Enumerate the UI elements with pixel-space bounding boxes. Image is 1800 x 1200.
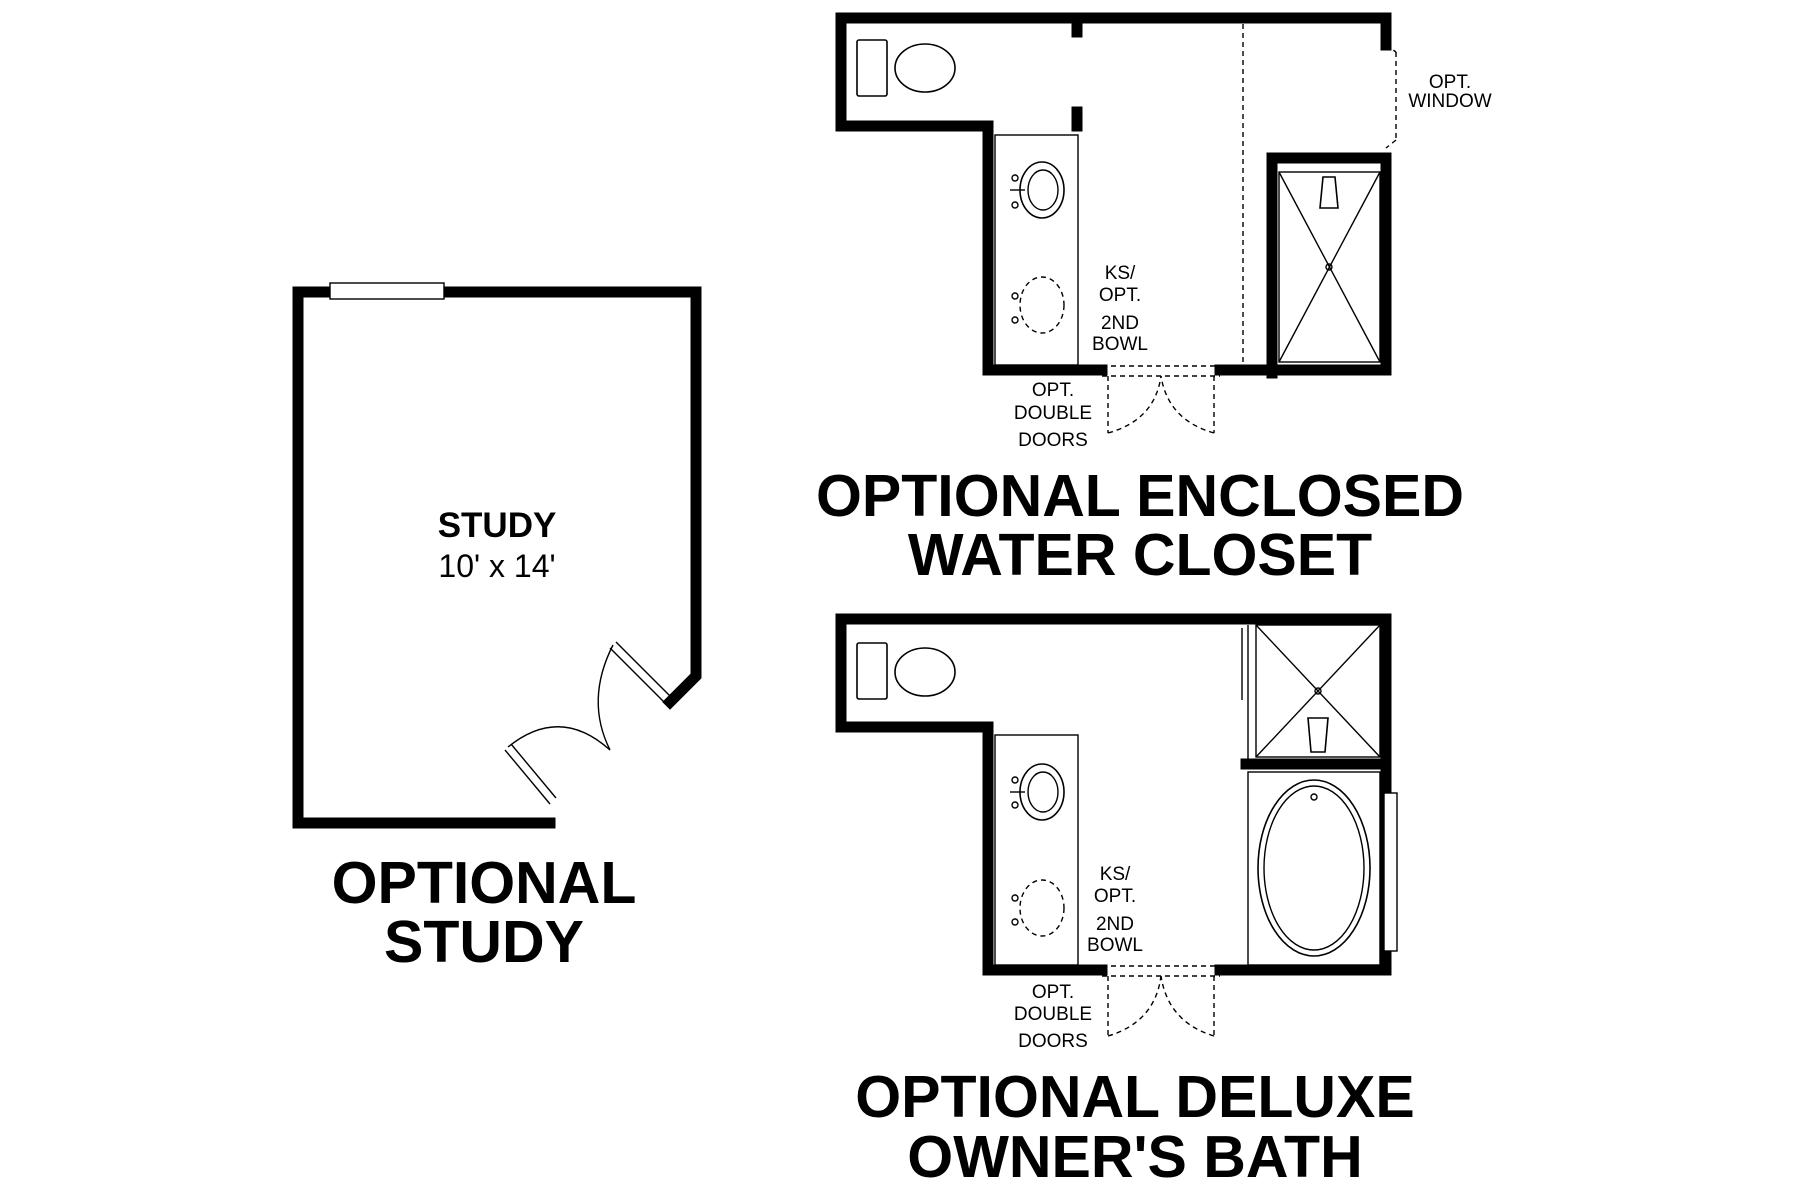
optional-double-doors	[1102, 365, 1220, 434]
doors-label-line1: OPT.	[1032, 380, 1074, 401]
study-room-name: STUDY	[438, 506, 557, 545]
bathtub-fixture	[1247, 771, 1381, 966]
bowl-label-line2: OPT.	[1099, 285, 1141, 306]
water-closet-plan: OPT. WINDOW KS/ OPT. 2ND BOWL OPT. DOUBL…	[816, 12, 1492, 588]
study-title-line1: OPTIONAL	[332, 850, 637, 916]
deluxe-bowl-label-line2: OPT.	[1094, 886, 1136, 907]
vanity-counter	[994, 134, 1079, 366]
deluxe-bath-title-line1: OPTIONAL DELUXE	[855, 1064, 1414, 1130]
window-label-line1: OPT.	[1429, 72, 1471, 93]
optional-second-sink	[1011, 276, 1065, 334]
deluxe-bath-title-line2: OWNER'S BATH	[907, 1124, 1362, 1190]
study-walls	[292, 286, 702, 829]
study-window	[329, 282, 445, 300]
study-double-door	[504, 641, 671, 805]
doors-label-line3: DOORS	[1018, 430, 1088, 451]
toilet-fixture-deluxe	[856, 642, 956, 700]
sink-fixture-deluxe	[1010, 763, 1065, 821]
toilet-fixture	[856, 39, 956, 97]
optional-second-sink-deluxe	[1011, 879, 1065, 937]
study-room-size: 10' x 14'	[438, 548, 555, 584]
deluxe-bowl-label-line1: KS/	[1100, 864, 1131, 885]
study-title-line2: STUDY	[384, 909, 584, 975]
deluxe-doors-label-line3: DOORS	[1018, 1031, 1088, 1052]
deluxe-doors-label-line2: DOUBLE	[1014, 1004, 1092, 1025]
optional-window	[1385, 44, 1397, 149]
optional-double-doors-deluxe	[1102, 965, 1220, 1037]
tub-window	[1383, 792, 1398, 952]
shower-fixture-deluxe	[1241, 624, 1381, 762]
sink-fixture	[1010, 161, 1065, 219]
bowl-label-line4: BOWL	[1092, 334, 1148, 355]
deluxe-bowl-label-line3: 2ND	[1096, 914, 1134, 935]
deluxe-bath-plan: KS/ OPT. 2ND BOWL OPT. DOUBLE DOORS OPTI…	[835, 613, 1415, 1190]
deluxe-bowl-label-line4: BOWL	[1087, 935, 1143, 956]
vanity-counter-deluxe	[994, 734, 1079, 966]
water-closet-title-line1: OPTIONAL ENCLOSED	[816, 463, 1464, 529]
study-plan: STUDY 10' x 14' OPTIONAL STUDY	[292, 282, 702, 975]
bowl-label-line1: KS/	[1105, 263, 1136, 284]
deluxe-doors-label-line1: OPT.	[1032, 982, 1074, 1003]
doors-label-line2: DOUBLE	[1014, 403, 1092, 424]
water-closet-title-line2: WATER CLOSET	[908, 522, 1372, 588]
shower-fixture	[1278, 171, 1381, 363]
bowl-label-line3: 2ND	[1101, 313, 1139, 334]
window-label-line2: WINDOW	[1408, 91, 1491, 112]
